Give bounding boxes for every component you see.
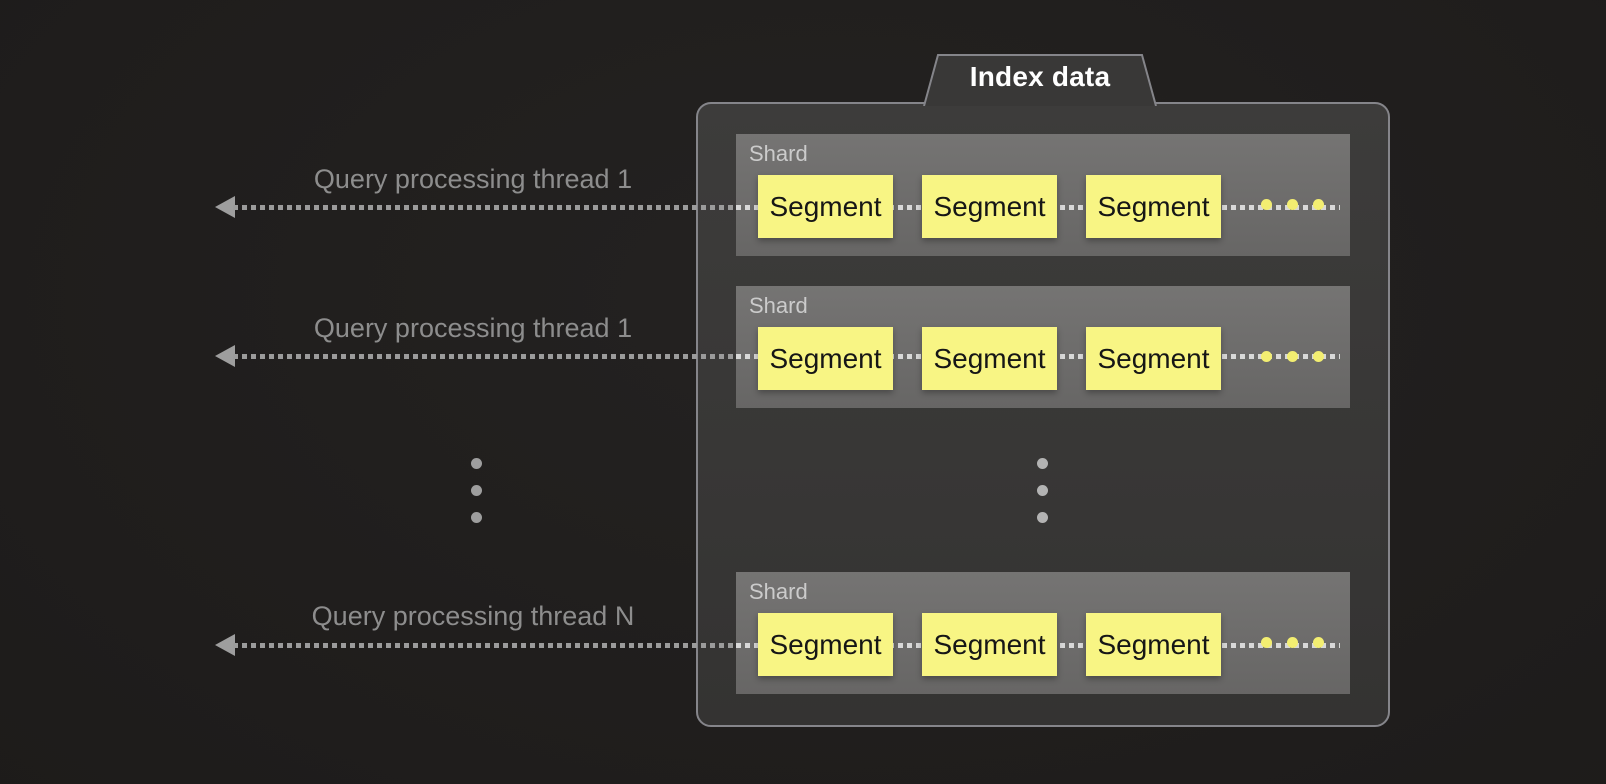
thread-label: Query processing thread 1	[313, 164, 633, 194]
left-arrowhead-icon	[215, 345, 235, 367]
left-arrowhead-icon	[215, 196, 235, 218]
more-segments-ellipsis-dot	[1313, 351, 1324, 362]
ellipsis-dot	[1037, 512, 1048, 523]
shard-row-3: Shard Segment Segment Segment	[736, 572, 1350, 694]
more-segments-ellipsis-dot	[1261, 351, 1272, 362]
index-data-tab: Index data	[922, 54, 1158, 106]
dotted-line	[233, 643, 736, 648]
segment-box: Segment	[758, 613, 893, 676]
segment-box: Segment	[758, 327, 893, 390]
dotted-line	[233, 354, 736, 359]
segment-box: Segment	[1086, 327, 1221, 390]
ellipsis-dot	[1037, 485, 1048, 496]
left-arrowhead-icon	[215, 634, 235, 656]
more-segments-ellipsis-dot	[1313, 199, 1324, 210]
thread-label: Query processing thread 1	[313, 313, 633, 343]
dotted-line	[233, 205, 736, 210]
ellipsis-dot	[1037, 458, 1048, 469]
segment-box: Segment	[1086, 613, 1221, 676]
shard-label: Shard	[749, 579, 808, 604]
more-segments-ellipsis-dot	[1287, 351, 1298, 362]
more-segments-ellipsis-dot	[1313, 637, 1324, 648]
segment-box: Segment	[922, 613, 1057, 676]
thread-label: Query processing thread N	[311, 601, 635, 631]
segment-box: Segment	[1086, 175, 1221, 238]
index-data-title: Index data	[969, 61, 1111, 92]
more-segments-ellipsis-dot	[1287, 637, 1298, 648]
more-segments-ellipsis-dot	[1261, 199, 1272, 210]
shard-label: Shard	[749, 141, 808, 166]
segment-box: Segment	[922, 327, 1057, 390]
ellipsis-dot	[471, 485, 482, 496]
segment-box: Segment	[758, 175, 893, 238]
more-segments-ellipsis-dot	[1261, 637, 1272, 648]
shard-row-1: Shard Segment Segment Segment	[736, 134, 1350, 256]
ellipsis-dot	[471, 512, 482, 523]
shard-row-2: Shard Segment Segment Segment	[736, 286, 1350, 408]
ellipsis-dot	[471, 458, 482, 469]
segment-box: Segment	[922, 175, 1057, 238]
shard-label: Shard	[749, 293, 808, 318]
more-segments-ellipsis-dot	[1287, 199, 1298, 210]
tab-shape	[923, 54, 1157, 106]
